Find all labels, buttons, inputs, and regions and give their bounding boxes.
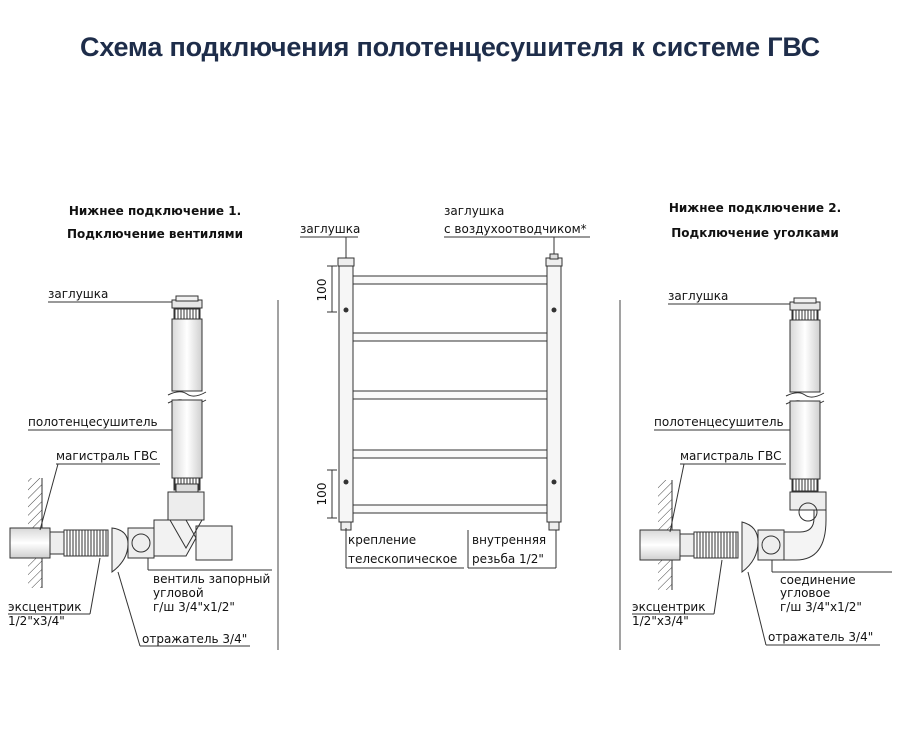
right-elbow-label-2: угловое <box>780 586 830 600</box>
center-cap-label: заглушка <box>300 222 360 236</box>
left-valve-body <box>153 519 197 557</box>
right-heading-2: Подключение уголками <box>671 226 839 240</box>
center-thread-label-2: резьба 1/2" <box>472 552 544 566</box>
center-dim-bottom: 100 <box>315 483 329 506</box>
center-mount-label-1: крепление <box>348 533 416 547</box>
center-rung <box>352 390 548 400</box>
center-cap-air-label-1: заглушка <box>444 204 504 218</box>
left-valve-label-2: угловой <box>153 586 204 600</box>
center-cap-air-label-2: с воздухоотводчиком* <box>444 222 587 236</box>
right-ecc-label-2: 1/2"x3/4" <box>632 614 689 628</box>
left-heading-2: Подключение вентилями <box>67 227 243 241</box>
right-elbow-label-3: г/ш 3/4"x1/2" <box>780 600 862 614</box>
left-valve-label-1: вентиль запорный <box>153 572 270 586</box>
center-rung <box>352 332 548 342</box>
right-main-pipe <box>639 529 681 561</box>
center-scheme: заглушка заглушка с воздухоотводчиком* <box>300 204 590 569</box>
left-cap-label: заглушка <box>48 287 108 301</box>
left-valve-label-3: г/ш 3/4"x1/2" <box>153 600 235 614</box>
center-rung <box>352 504 548 514</box>
right-main-label: магистраль ГВС <box>680 449 782 463</box>
right-reflector <box>741 521 759 574</box>
left-pipe-lower <box>171 399 203 479</box>
right-cap-label: заглушка <box>668 289 728 303</box>
center-thread-label-1: внутренняя <box>472 533 546 547</box>
left-dryer-label: полотенцесушитель <box>28 415 158 429</box>
left-main-pipe <box>9 527 51 559</box>
center-left-cap <box>337 257 355 267</box>
right-pipe-upper <box>789 319 821 393</box>
left-reflector <box>111 527 129 574</box>
left-ecc-label-1: эксцентрик <box>8 600 81 614</box>
right-reflector-label: отражатель 3/4" <box>768 630 873 644</box>
center-dim-top: 100 <box>315 279 329 302</box>
left-pipe-upper <box>171 318 203 392</box>
center-rung <box>352 449 548 459</box>
right-pipe-lower <box>789 400 821 480</box>
right-heading-1: Нижнее подключение 2. <box>669 201 841 215</box>
right-elbow-body <box>783 505 827 561</box>
right-ecc-label-1: эксцентрик <box>632 600 705 614</box>
right-scheme: Нижнее подключение 2. Подключение уголка… <box>619 201 892 650</box>
left-ecc-label-2: 1/2"x3/4" <box>8 614 65 628</box>
page-title: Схема подключения полотенцесушителя к си… <box>80 32 820 62</box>
right-eccentric <box>679 533 695 557</box>
center-mount-label-2: телескопическое <box>348 552 457 566</box>
left-main-label: магистраль ГВС <box>56 449 158 463</box>
left-reflector-label: отражатель 3/4" <box>142 632 247 646</box>
right-dryer-label: полотенцесушитель <box>654 415 784 429</box>
left-scheme: Нижнее подключение 1. Подключение вентил… <box>8 204 279 650</box>
right-elbow-label-1: соединение <box>780 573 856 587</box>
center-rung <box>352 275 548 285</box>
left-heading-1: Нижнее подключение 1. <box>69 204 241 218</box>
left-eccentric <box>49 531 65 555</box>
